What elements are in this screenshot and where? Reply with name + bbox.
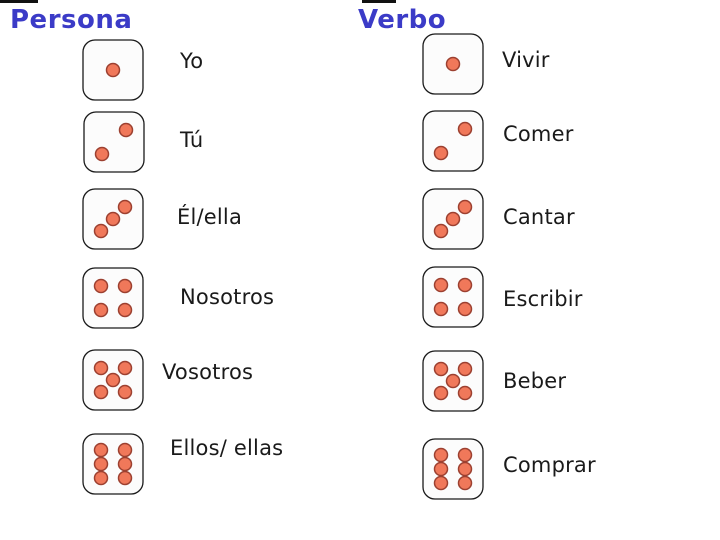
die-3-persona	[82, 188, 144, 250]
die-5-verbo	[422, 350, 484, 412]
persona-header: Persona	[10, 5, 133, 35]
die-3-verbo	[422, 188, 484, 250]
verbo-header: Verbo	[358, 5, 447, 35]
label-yo: Yo	[180, 49, 204, 73]
label-nosotros: Nosotros	[180, 285, 275, 309]
die-6-persona	[82, 433, 144, 495]
die-4-verbo	[422, 266, 484, 328]
top-edge-artifact-right	[362, 0, 396, 3]
label-escribir: Escribir	[503, 287, 583, 311]
label-comer: Comer	[503, 122, 574, 146]
die-2-persona	[83, 111, 145, 173]
label-tu: Tú	[180, 128, 204, 152]
top-edge-artifact-left	[0, 0, 38, 3]
label-vosotros: Vosotros	[162, 360, 254, 384]
label-vivir: Vivir	[502, 48, 550, 72]
label-beber: Beber	[503, 369, 567, 393]
label-cantar: Cantar	[503, 205, 575, 229]
die-6-verbo	[422, 438, 484, 500]
label-comprar: Comprar	[503, 453, 596, 477]
die-2-verbo	[422, 110, 484, 172]
label-el-ella: Él/ella	[177, 205, 243, 229]
die-5-persona	[82, 349, 144, 411]
die-1-verbo	[422, 33, 484, 95]
label-ellos-ellas: Ellos/ ellas	[170, 436, 284, 460]
die-4-persona	[82, 267, 144, 329]
die-1-persona	[82, 39, 144, 101]
